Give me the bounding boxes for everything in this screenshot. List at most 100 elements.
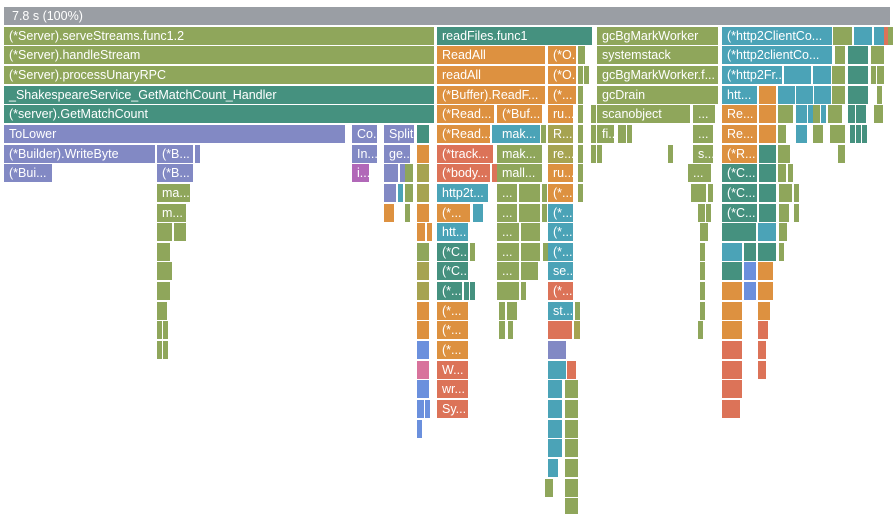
frame-block[interactable]: (*server).GetMatchCount bbox=[4, 105, 434, 124]
frame-block[interactable]: htt... bbox=[437, 223, 468, 242]
frame-block[interactable] bbox=[722, 360, 742, 379]
frame-block[interactable] bbox=[796, 124, 807, 143]
frame-block[interactable]: (*... bbox=[548, 203, 573, 222]
frame-block[interactable] bbox=[178, 223, 183, 242]
frame-block[interactable] bbox=[784, 65, 811, 84]
frame-block[interactable]: gcBgMarkWorker bbox=[597, 26, 718, 45]
frame-block[interactable]: (*B... bbox=[157, 144, 193, 163]
frame-block[interactable] bbox=[597, 144, 602, 163]
frame-block[interactable] bbox=[565, 458, 578, 477]
frame-block[interactable] bbox=[759, 85, 776, 104]
frame-block[interactable]: ... bbox=[497, 223, 519, 242]
frame-block[interactable] bbox=[848, 85, 868, 104]
frame-block[interactable] bbox=[758, 360, 766, 379]
frame-block[interactable] bbox=[758, 242, 776, 261]
frame-block[interactable]: (*... bbox=[437, 301, 468, 320]
frame-block[interactable] bbox=[384, 203, 394, 222]
frame-block[interactable] bbox=[808, 105, 813, 124]
frame-block[interactable] bbox=[794, 203, 799, 222]
frame-block[interactable] bbox=[759, 105, 776, 124]
frame-block[interactable] bbox=[565, 439, 578, 458]
frame-block[interactable] bbox=[879, 26, 884, 45]
frame-block[interactable]: (*http2ClientCo... bbox=[722, 26, 832, 45]
frame-block[interactable]: ToLower bbox=[4, 124, 345, 143]
frame-block[interactable]: s... bbox=[693, 144, 713, 163]
frame-block[interactable] bbox=[778, 85, 795, 104]
frame-block[interactable]: gcDrain bbox=[597, 85, 718, 104]
frame-block[interactable] bbox=[542, 203, 547, 222]
frame-block[interactable] bbox=[578, 124, 583, 143]
frame-block[interactable] bbox=[708, 183, 713, 202]
frame-block[interactable] bbox=[417, 321, 429, 340]
frame-block[interactable] bbox=[507, 301, 517, 320]
frame-block[interactable] bbox=[542, 183, 547, 202]
frame-block[interactable]: (*... bbox=[437, 341, 468, 360]
frame-block[interactable] bbox=[473, 203, 483, 222]
frame-block[interactable]: (*C... bbox=[722, 203, 757, 222]
frame-block[interactable] bbox=[722, 242, 742, 261]
frame-block[interactable] bbox=[578, 183, 583, 202]
frame-block[interactable] bbox=[543, 242, 548, 261]
frame-block[interactable]: (*Bui... bbox=[4, 164, 52, 183]
frame-block[interactable] bbox=[521, 242, 540, 261]
root-frame-block[interactable]: 7.8 s (100%) bbox=[4, 7, 890, 25]
frame-block[interactable] bbox=[854, 26, 872, 45]
frame-block[interactable] bbox=[779, 203, 789, 222]
frame-block[interactable]: Re... bbox=[722, 105, 757, 124]
frame-block[interactable] bbox=[818, 124, 823, 143]
frame-block[interactable] bbox=[744, 262, 756, 281]
frame-block[interactable] bbox=[545, 478, 550, 497]
frame-block[interactable] bbox=[578, 144, 583, 163]
frame-block[interactable] bbox=[157, 341, 162, 360]
frame-block[interactable] bbox=[464, 282, 469, 301]
frame-block[interactable] bbox=[591, 144, 596, 163]
frame-block[interactable]: (*Server).handleStream bbox=[4, 46, 434, 65]
frame-block[interactable] bbox=[417, 144, 429, 163]
frame-block[interactable]: Re... bbox=[722, 124, 757, 143]
frame-block[interactable] bbox=[821, 105, 826, 124]
frame-block[interactable] bbox=[565, 419, 578, 438]
frame-block[interactable] bbox=[700, 301, 705, 320]
frame-block[interactable] bbox=[874, 105, 883, 124]
frame-block[interactable] bbox=[591, 105, 596, 124]
frame-block[interactable] bbox=[778, 144, 790, 163]
frame-block[interactable] bbox=[706, 203, 711, 222]
frame-block[interactable] bbox=[157, 321, 162, 340]
frame-block[interactable]: (*Read... bbox=[437, 105, 494, 124]
frame-block[interactable] bbox=[722, 223, 756, 242]
frame-block[interactable] bbox=[417, 301, 429, 320]
frame-block[interactable]: readAll bbox=[437, 65, 545, 84]
frame-block[interactable] bbox=[417, 380, 429, 399]
frame-block[interactable] bbox=[521, 282, 526, 301]
frame-block[interactable]: se... bbox=[548, 262, 573, 281]
frame-block[interactable]: _ShakespeareService_GetMatchCount_Handle… bbox=[4, 85, 434, 104]
frame-block[interactable] bbox=[398, 183, 403, 202]
frame-block[interactable]: (*Buffer).ReadF... bbox=[437, 85, 545, 104]
frame-block[interactable] bbox=[417, 341, 429, 360]
frame-block[interactable] bbox=[417, 183, 429, 202]
frame-block[interactable]: mall... bbox=[497, 164, 542, 183]
frame-block[interactable]: ru... bbox=[548, 164, 573, 183]
frame-block[interactable] bbox=[417, 400, 424, 418]
frame-block[interactable] bbox=[779, 183, 792, 202]
frame-block[interactable]: ma... bbox=[157, 183, 190, 202]
frame-block[interactable] bbox=[759, 124, 776, 143]
frame-block[interactable]: (*http2Fr... bbox=[722, 65, 782, 84]
frame-block[interactable]: gcBgMarkWorker.f... bbox=[597, 65, 718, 84]
frame-block[interactable] bbox=[838, 144, 845, 163]
frame-block[interactable] bbox=[427, 223, 432, 242]
frame-block[interactable] bbox=[492, 124, 497, 143]
frame-block[interactable] bbox=[796, 105, 807, 124]
frame-block[interactable]: (*C... bbox=[437, 242, 468, 261]
frame-block[interactable]: (*http2clientCo... bbox=[722, 46, 832, 65]
frame-block[interactable]: Co... bbox=[352, 124, 377, 143]
frame-block[interactable] bbox=[778, 105, 793, 124]
frame-block[interactable] bbox=[548, 458, 558, 477]
frame-block[interactable] bbox=[848, 46, 868, 65]
frame-block[interactable] bbox=[578, 65, 583, 84]
frame-block[interactable] bbox=[871, 65, 876, 84]
frame-block[interactable] bbox=[575, 301, 580, 320]
frame-block[interactable]: (*... bbox=[548, 183, 573, 202]
frame-block[interactable] bbox=[565, 478, 578, 497]
frame-block[interactable] bbox=[578, 85, 583, 104]
